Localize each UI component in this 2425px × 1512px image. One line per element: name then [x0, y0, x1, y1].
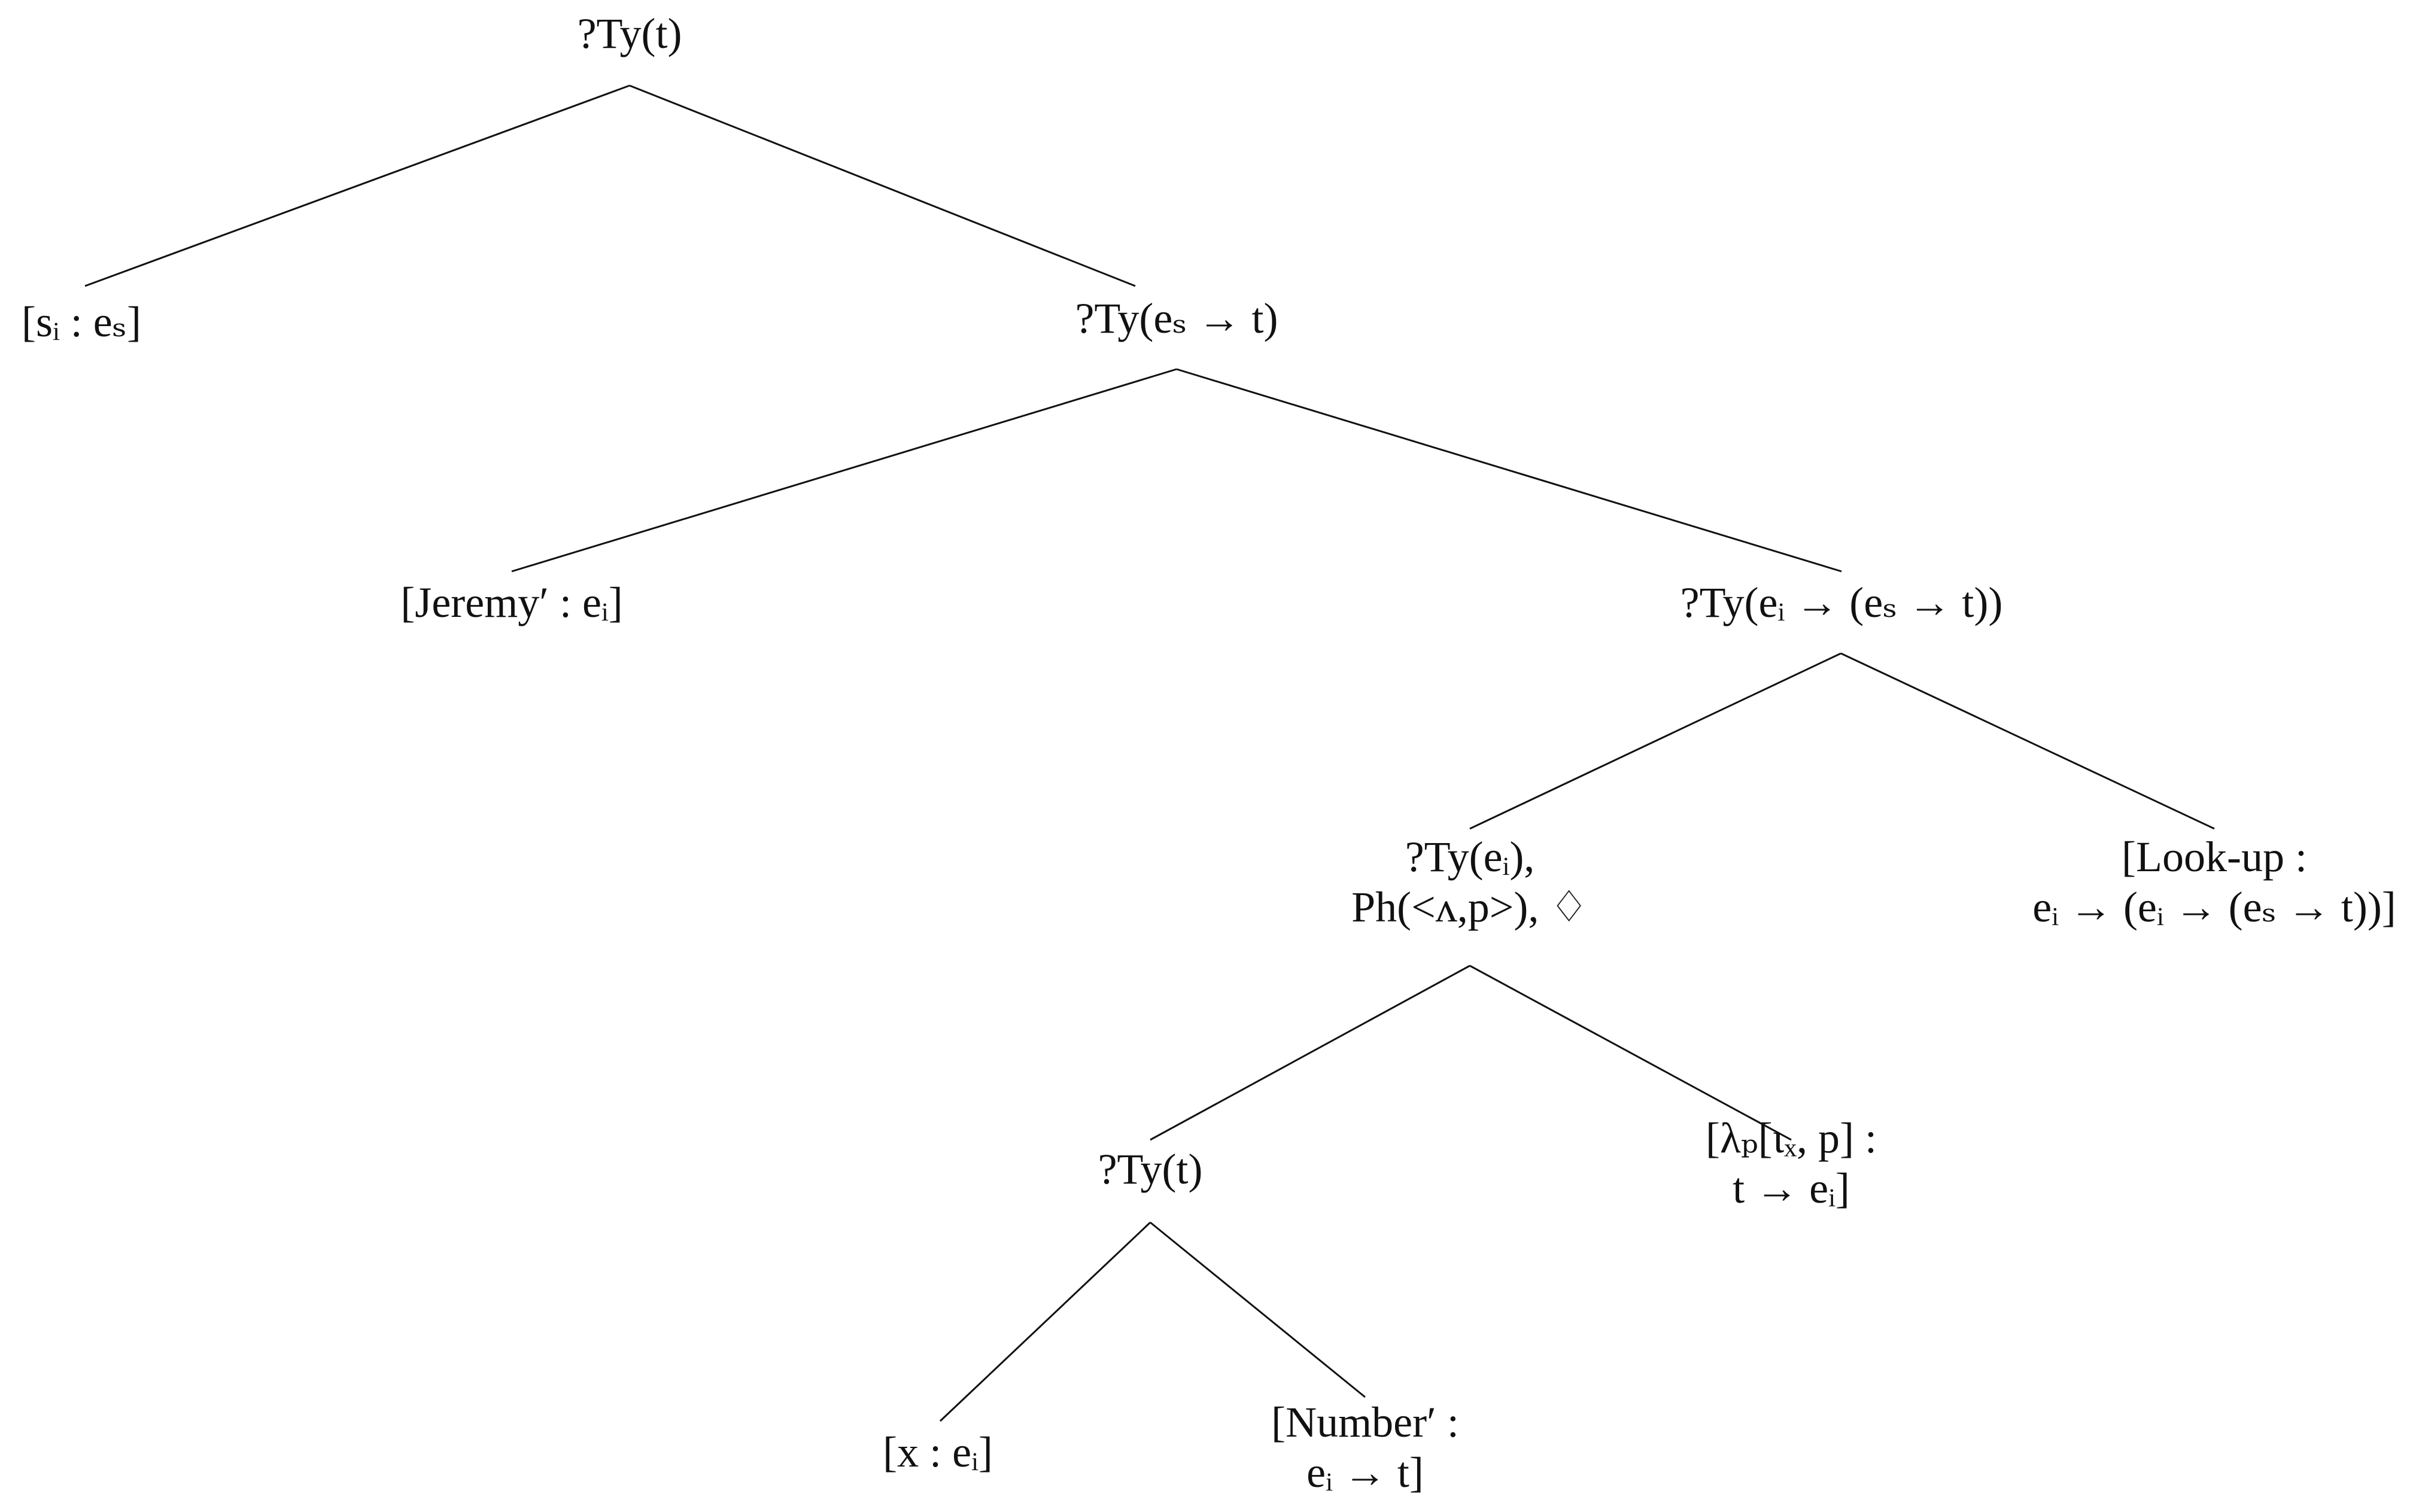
- node-root: ?Ty(t): [578, 8, 682, 59]
- node-look-up-line-2: eᵢ → (eᵢ → (eₛ → t))]: [2032, 883, 2396, 931]
- node-subject-line-1: [sᵢ : eₛ]: [22, 298, 141, 346]
- node-variable-line-1: [x : eᵢ]: [883, 1428, 993, 1476]
- node-number-line-1: [Number′ :: [1271, 1398, 1459, 1446]
- node-variable: [x : eᵢ]: [883, 1427, 993, 1477]
- node-number: [Number′ : eᵢ → t]: [1271, 1397, 1459, 1498]
- node-iota: [λₚ[ιₓ, p] : t → eᵢ]: [1706, 1113, 1877, 1213]
- node-subject: [sᵢ : eₛ]: [22, 297, 141, 347]
- node-object: ?Ty(eᵢ), Ph(<ʌ,p>), ♢: [1351, 832, 1588, 932]
- node-restrictor-line-1: ?Ty(t): [1098, 1145, 1203, 1193]
- node-jeremy-line-1: [Jeremy′ : eᵢ]: [400, 579, 623, 626]
- node-verb-phrase-line-1: ?Ty(eᵢ → (eₛ → t)): [1680, 579, 2003, 626]
- edge-object-iota: [1469, 965, 1792, 1141]
- node-iota-line-1: [λₚ[ιₓ, p] :: [1706, 1114, 1877, 1162]
- node-number-line-2: eᵢ → t]: [1306, 1449, 1424, 1496]
- node-look-up: [Look-up : eᵢ → (eᵢ → (eₛ → t))]: [2032, 832, 2396, 932]
- node-object-line-2: Ph(<ʌ,p>), ♢: [1351, 883, 1588, 931]
- edge-verb-phrase-look-up: [1840, 652, 2215, 830]
- edge-root-predicate: [629, 84, 1136, 287]
- node-verb-phrase: ?Ty(eᵢ → (eₛ → t)): [1681, 577, 2003, 628]
- node-restrictor: ?Ty(t): [1098, 1144, 1203, 1194]
- node-predicate-line-1: ?Ty(eₛ → t): [1075, 294, 1278, 342]
- edge-predicate-jeremy: [511, 368, 1177, 573]
- node-root-line-1: ?Ty(t): [577, 10, 682, 57]
- edge-predicate-verb-phrase: [1176, 368, 1842, 573]
- node-iota-line-2: t → eᵢ]: [1733, 1164, 1850, 1212]
- edge-object-restrictor: [1150, 965, 1470, 1141]
- edge-verb-phrase-object: [1469, 652, 1841, 830]
- edge-root-subject: [84, 84, 630, 287]
- node-look-up-line-1: [Look-up :: [2122, 833, 2307, 881]
- edge-restrictor-variable: [939, 1221, 1151, 1422]
- edge-restrictor-number: [1150, 1221, 1366, 1398]
- node-predicate: ?Ty(eₛ → t): [1075, 293, 1278, 343]
- node-jeremy: [Jeremy′ : eᵢ]: [400, 577, 622, 628]
- node-object-line-1: ?Ty(eᵢ),: [1405, 833, 1535, 881]
